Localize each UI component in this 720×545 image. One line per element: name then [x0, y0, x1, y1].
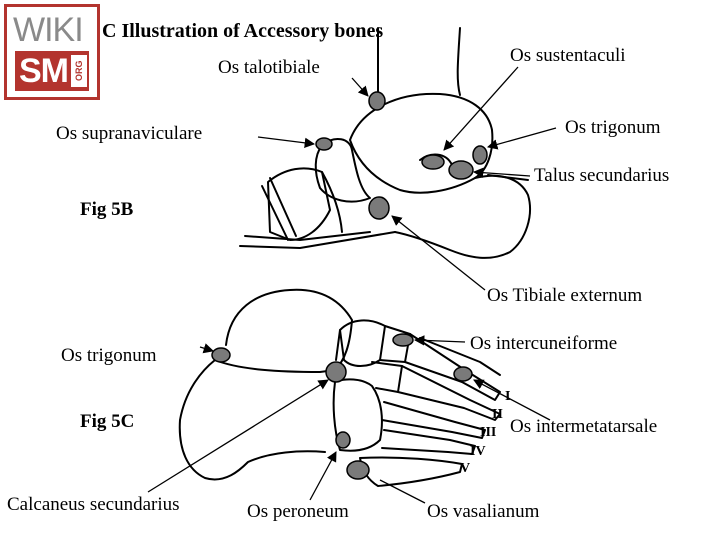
fig5b-metatarsal-line: [244, 231, 371, 241]
label-os-talotibiale: Os talotibiale: [218, 57, 320, 78]
fig5c-metatarsal-4: [381, 429, 476, 455]
fig5b-talus: [349, 92, 494, 194]
fig5b-os-trigonum-bone: [472, 145, 488, 165]
fig5b-talus-secundarius-bone: [448, 160, 474, 180]
metatarsal-label-ii: II: [492, 407, 503, 422]
fig5b-leader-talus-secundarius: [472, 167, 531, 178]
fig5c-os-peroneum-bone: [335, 431, 351, 449]
fig5c-calcaneus-secundarius-bone: [325, 361, 347, 383]
fig5b-navicular: [314, 138, 371, 203]
fig-5c-drawing: [178, 288, 501, 487]
fig5c-leader-intercuneiforme: [413, 335, 466, 346]
fig5c-metatarsal-2: [397, 365, 501, 421]
fig5c-metatarsal-1: [404, 333, 501, 401]
fig5b-leader-tibiale-externum: [391, 215, 486, 291]
label-os-tibiale-externum: Os Tibiale externum: [487, 285, 642, 306]
fig5b-leader-supranaviculare: [257, 136, 316, 148]
fig5b-calcaneus: [394, 174, 531, 259]
label-os-supranaviculare: Os supranaviculare: [56, 123, 202, 144]
fig5b-front-line-2: [269, 177, 297, 237]
metatarsal-label-iii: III: [480, 425, 496, 440]
label-fig5c-os-trigonum: Os trigonum: [61, 345, 157, 366]
fig5c-cuneiform-1: [379, 325, 411, 363]
fig5c-os-intermetatarsale-bone: [453, 366, 473, 382]
logo-wiki-text: WIKI: [13, 11, 84, 49]
fig5c-leader-intermetatarsale: [473, 379, 551, 421]
wikism-logo[interactable]: WIKI SM ORG: [4, 4, 100, 100]
fig5c-navicular-line: [335, 329, 341, 361]
logo-badge: SM ORG: [15, 51, 89, 91]
fig5c-leader-peroneum: [309, 451, 337, 501]
metatarsal-label-iv: IV: [470, 444, 486, 459]
fig5b-os-tibiale-externum-bone: [368, 196, 390, 220]
label-os-intermetatarsale: Os intermetatarsale: [510, 416, 657, 437]
fig5b-os-supranaviculare-bone: [315, 137, 333, 151]
fig5b-os-talotibiale-bone: [368, 91, 386, 111]
fig-5b-label: Fig 5B: [80, 199, 134, 220]
fig5b-tibia-line-2: [456, 27, 461, 96]
fig5c-metatarsal-3: [381, 401, 486, 439]
label-os-peroneum: Os peroneum: [247, 501, 349, 522]
fig5b-front-line: [261, 185, 289, 241]
label-calcaneus-secundarius: Calcaneus secundarius: [7, 494, 180, 515]
fig5c-metatarsal-5: [359, 456, 463, 487]
fig5b-posterior-line: [487, 174, 529, 181]
fig5b-cuneiform-line: [321, 171, 343, 233]
fig5b-leader-trigonum: [486, 127, 557, 150]
metatarsal-label-v: V: [460, 461, 470, 476]
label-os-intercuneiforme: Os intercuneiforme: [470, 333, 617, 354]
fig5c-cuboid: [332, 378, 383, 452]
fig5c-leader-calcaneus-secundarius: [147, 379, 329, 493]
label-fig5b-os-trigonum: Os trigonum: [565, 117, 661, 138]
fig5c-talus: [225, 288, 353, 371]
fig-5c-label: Fig 5C: [80, 411, 134, 432]
fig5c-leader-vasalianum: [379, 479, 426, 504]
diagram-title: C Illustration of Accessory bones: [102, 20, 383, 42]
fig5b-leader-sustentaculi: [443, 66, 519, 151]
fig5c-leader-trigonum: [199, 343, 214, 354]
fig5c-os-trigonum-bone: [211, 347, 231, 363]
fig5b-leader-talotibiale: [351, 77, 369, 97]
fig5c-cuneiform-2: [371, 361, 403, 393]
fig5b-cuneiform: [267, 167, 331, 241]
fig5c-calcaneus: [178, 359, 326, 481]
fig5c-calcaneus-top: [214, 359, 336, 373]
fig5c-navicular: [339, 319, 386, 367]
fig5c-phalanx-line: [419, 337, 501, 376]
fig5b-os-sustentaculi-bone: [421, 154, 445, 170]
fig5c-os-intercuneiforme-bone: [392, 333, 414, 347]
label-os-vasalianum: Os vasalianum: [427, 501, 540, 522]
label-talus-secundarius: Talus secundarius: [534, 165, 669, 186]
logo-sm-text: SM: [19, 52, 69, 90]
label-os-sustentaculi: Os sustentaculi: [510, 45, 626, 66]
fig5b-metatarsal-line-2: [239, 231, 396, 249]
fig5c-os-vasalianum-bone: [346, 460, 370, 480]
metatarsal-label-i: I: [505, 389, 510, 404]
logo-org-tag: ORG: [71, 55, 87, 87]
